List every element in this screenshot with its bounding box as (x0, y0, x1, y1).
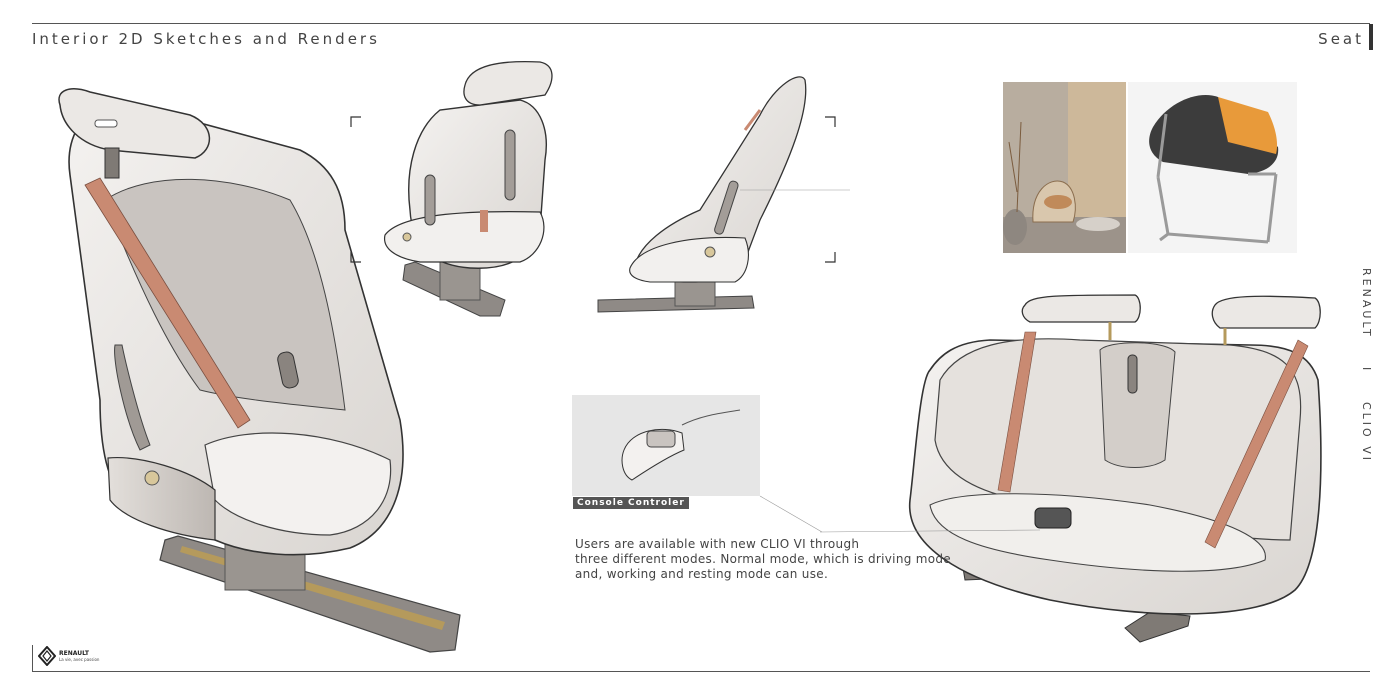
description-text: Users are available with new CLIO VI thr… (575, 537, 951, 582)
mid-seat-front-slot-right (504, 129, 516, 201)
renault-logo: RENAULT La vie, avec passion (38, 646, 99, 666)
frame-corner-br (825, 252, 836, 263)
frame-corner-tl (350, 116, 361, 127)
page-title: Interior 2D Sketches and Renders (32, 30, 380, 48)
bench-headrest-right (1211, 295, 1321, 329)
side-model: CLIO VI (1360, 401, 1373, 463)
bench-center-slot (1127, 354, 1138, 394)
console-controller-panel (572, 395, 760, 496)
bench-cushion (929, 493, 1266, 572)
large-seat-rail-slot (180, 546, 445, 630)
bench-callout-line (819, 529, 1041, 533)
bench-belt-left (997, 331, 1037, 493)
frame-corner-bl (350, 252, 361, 263)
large-seat-cushion (204, 432, 392, 536)
renault-diamond-icon (38, 646, 56, 666)
section-marker (1369, 24, 1373, 50)
side-separator: I (1360, 367, 1373, 374)
mid-seat-side-post (674, 277, 716, 307)
large-seat-side-slot (114, 344, 151, 451)
bench-headrest-left (1021, 294, 1141, 323)
frame-corner-tr (825, 116, 836, 127)
reference-photo-interior (1003, 82, 1126, 253)
bench-foot-right (1124, 611, 1191, 643)
large-seat-buckle (277, 351, 299, 389)
description-line-1: Users are available with new CLIO VI thr… (575, 537, 860, 551)
large-seat-knob (144, 470, 160, 486)
mid-seat-side-slot (714, 180, 739, 235)
mid-seat-side-cushion (629, 236, 749, 283)
large-seat-sketch (58, 88, 461, 653)
console-callout-line (759, 495, 823, 533)
bench-console (1099, 342, 1176, 468)
large-seat-headrest-slot (94, 119, 118, 128)
side-brand: RENAULT (1360, 268, 1373, 339)
description-line-2: three different modes. Normal mode, whic… (575, 552, 951, 566)
side-brand-label: RENAULT I CLIO VI (1360, 268, 1373, 463)
mid-seat-side-belt-accent (743, 109, 762, 131)
mid-seat-front-cushion (384, 211, 545, 263)
bench-belt-right (1204, 339, 1309, 549)
mid-seat-front-knob (402, 232, 412, 242)
mid-seat-front-headrest (463, 60, 553, 106)
section-label: Seat (1318, 30, 1364, 48)
large-seat-headrest (58, 88, 211, 159)
mid-seat-side-sketch (597, 76, 850, 313)
bench-console-controller (1034, 507, 1072, 529)
logo-tagline-text: La vie, avec passion (59, 657, 100, 662)
large-seat-belt (84, 177, 251, 429)
bottom-left-tick (32, 645, 33, 671)
reference-photo-chair (1128, 82, 1297, 253)
bottom-rule (32, 671, 1370, 672)
console-controller-tag: Console Controler (573, 497, 689, 509)
large-seat-headrest-post (104, 147, 120, 179)
description-line-3: and, working and resting mode can use. (575, 567, 829, 581)
logo-brand-text: RENAULT (59, 650, 89, 657)
mid-seat-front-slot-left (424, 174, 436, 226)
large-seat-lower-bolster (107, 457, 216, 541)
mid-seat-side-knob (704, 246, 716, 258)
bench-seat-sketch (819, 294, 1322, 643)
mid-seat-front-sketch (350, 60, 836, 317)
mid-seat-front-belt (480, 210, 488, 232)
top-rule (32, 23, 1370, 24)
